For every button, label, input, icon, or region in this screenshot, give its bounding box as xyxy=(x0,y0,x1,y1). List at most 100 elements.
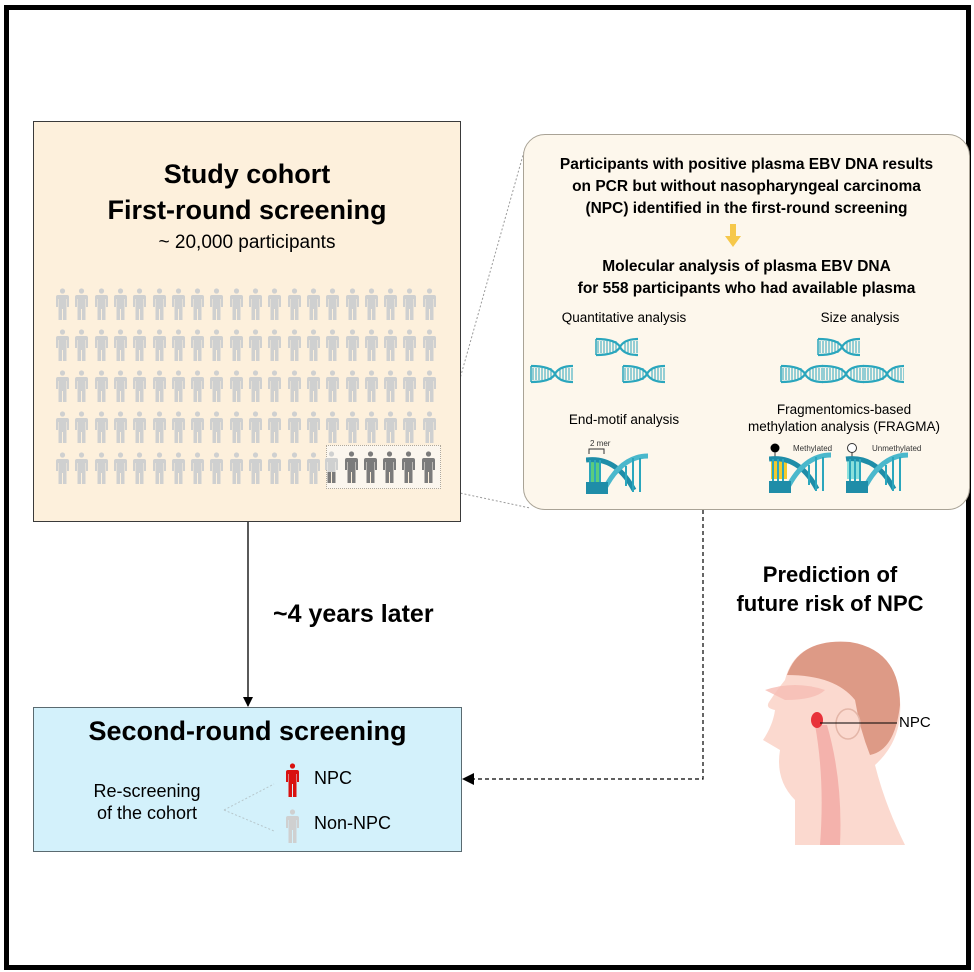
participant-icon xyxy=(364,288,378,320)
rescreen-line2: of the cohort xyxy=(96,803,198,823)
participant-icon xyxy=(229,452,243,484)
participant-icon xyxy=(171,370,185,402)
panel-analysis-line1: Molecular analysis of plasma EBV DNA xyxy=(602,258,891,275)
panel-analysis-line2: for 558 participants who had available p… xyxy=(577,280,916,297)
participant-icon xyxy=(133,288,147,320)
participant-icon xyxy=(384,329,398,361)
participant-icon xyxy=(75,411,89,443)
participant-icon xyxy=(75,452,89,484)
participant-icon xyxy=(326,370,340,402)
participant-icon xyxy=(345,370,359,402)
participant-icon xyxy=(191,329,205,361)
participant-icon xyxy=(403,288,417,320)
participant-icon xyxy=(210,288,224,320)
participant-icon xyxy=(229,288,243,320)
participant-icon xyxy=(306,288,320,320)
participant-icon xyxy=(384,370,398,402)
end-motif-label: End-motif analysis xyxy=(568,412,680,427)
participant-icon xyxy=(94,370,108,402)
prediction-line2: future risk of NPC xyxy=(736,591,924,616)
participant-icon xyxy=(56,411,69,443)
dna-icon xyxy=(530,364,574,384)
participant-icon xyxy=(152,452,166,484)
participant-icon xyxy=(152,288,166,320)
participant-icon xyxy=(249,370,262,402)
participant-icon xyxy=(113,288,127,320)
callout-line-bottom xyxy=(440,488,531,509)
participant-icon xyxy=(229,370,243,402)
panel-header-line2: on PCR but without nasopharyngeal carcin… xyxy=(572,178,921,195)
participant-icon xyxy=(171,452,185,484)
prediction-line1: Prediction of xyxy=(762,562,898,587)
branch-lines xyxy=(223,783,275,832)
participant-icon xyxy=(306,370,320,402)
dna-methylation-icon xyxy=(769,443,909,493)
participant-icon xyxy=(306,411,320,443)
dna-long-fragment-icon xyxy=(780,364,904,384)
participant-icon xyxy=(287,411,301,443)
participant-icon xyxy=(94,452,108,484)
participant-icon xyxy=(249,288,262,320)
participant-icon xyxy=(268,452,282,484)
panel-header-line1: Participants with positive plasma EBV DN… xyxy=(559,156,934,173)
participant-icon xyxy=(422,411,436,443)
second-round-title: Second-round screening xyxy=(88,716,407,746)
participant-icon xyxy=(287,288,301,320)
participant-icon xyxy=(306,329,320,361)
participant-icon xyxy=(75,288,89,320)
participant-icon-highlighted xyxy=(402,451,416,483)
participant-icon xyxy=(422,370,436,402)
legend-npc-label: NPC xyxy=(314,768,353,788)
participant-icon xyxy=(191,370,205,402)
participant-icon-highlighted xyxy=(421,451,435,483)
panel-header-line3: (NPC) identified in the first-round scre… xyxy=(585,200,908,217)
non-npc-person-icon xyxy=(286,809,299,843)
cohort-title-line2: First-round screening xyxy=(107,195,387,225)
participant-icon xyxy=(56,452,69,484)
participant-icon xyxy=(345,411,359,443)
rescreen-line1: Re-screening xyxy=(93,781,201,801)
participant-icon xyxy=(210,452,224,484)
participant-icon xyxy=(152,370,166,402)
participant-icon xyxy=(384,411,398,443)
participant-icon xyxy=(403,370,417,402)
dna-end-motif-icon xyxy=(586,448,648,494)
participant-icon xyxy=(345,288,359,320)
rescreen-label: Re-screening of the cohort xyxy=(82,780,212,824)
participant-icon xyxy=(56,370,69,402)
participant-icon-highlighted xyxy=(383,451,397,483)
molecular-analysis-panel: Participants with positive plasma EBV DN… xyxy=(523,134,970,510)
participant-icon xyxy=(326,288,340,320)
dashed-arrow-prediction-to-second xyxy=(464,510,704,780)
fragma-label-line1: Fragmentomics-based xyxy=(776,402,912,417)
participant-icon xyxy=(191,452,205,484)
participant-icon xyxy=(268,411,282,443)
participant-icon xyxy=(94,411,108,443)
participant-icon-highlighted xyxy=(344,451,358,483)
participant-icon xyxy=(403,329,417,361)
npc-person-icon xyxy=(286,763,299,797)
participant-icon xyxy=(345,329,359,361)
participant-icon xyxy=(422,288,436,320)
participant-icon xyxy=(210,370,224,402)
participant-icon xyxy=(191,411,205,443)
participant-icon xyxy=(229,329,243,361)
participant-icon xyxy=(210,411,224,443)
participant-icon xyxy=(249,411,262,443)
participant-icon xyxy=(249,452,262,484)
participant-icon xyxy=(326,411,340,443)
dna-icon xyxy=(622,364,666,384)
participant-icon xyxy=(75,370,89,402)
quantitative-analysis-label: Quantitative analysis xyxy=(561,310,687,325)
participant-icon xyxy=(152,411,166,443)
two-mer-label: 2 mer xyxy=(590,439,611,448)
dna-short-fragment-icon xyxy=(817,337,861,357)
participant-icon xyxy=(56,329,69,361)
participant-icon xyxy=(268,370,282,402)
participant-icon xyxy=(403,411,417,443)
participant-icon xyxy=(268,329,282,361)
methylated-label: Methylated xyxy=(793,444,833,453)
participant-icon xyxy=(287,370,301,402)
participant-icon xyxy=(113,329,127,361)
